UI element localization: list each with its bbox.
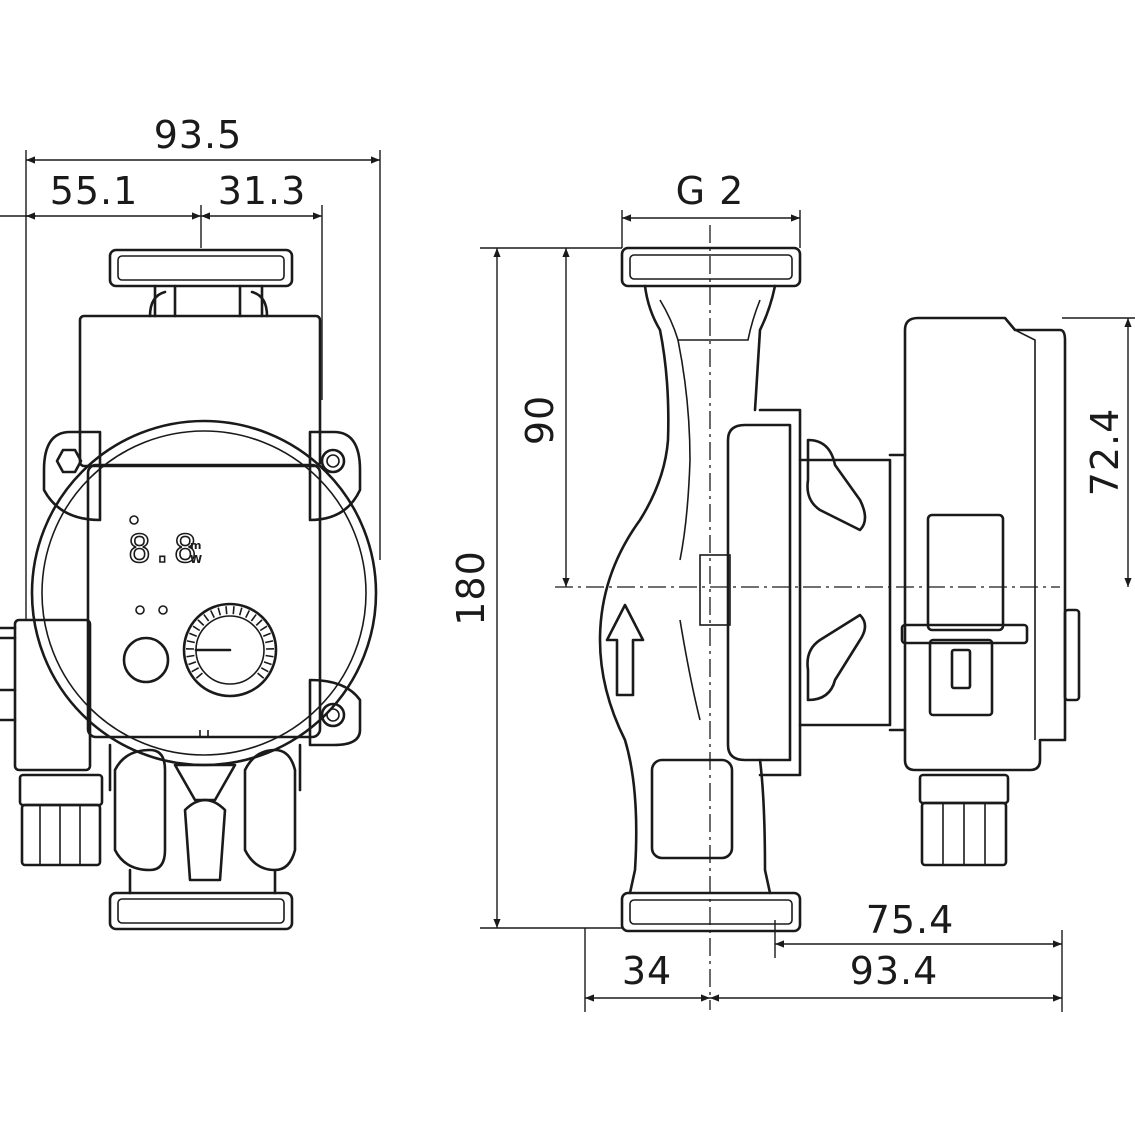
dial-tick [189,632,198,638]
dim-90-label: 90 [518,395,562,445]
display-unit-w: W [190,553,202,566]
dial-tick [186,640,195,644]
flow-direction-arrow [605,603,645,697]
dim-g2-label: G 2 [676,169,745,213]
dial-tick [260,667,269,673]
side-top-flange [620,246,802,288]
dim-93-5-label: 93.5 [154,113,243,157]
display-digits: 8.8 [128,527,197,571]
adjustment-dial [182,602,278,698]
dim-93-4-label: 93.4 [850,949,939,993]
electronics-module [903,316,1067,772]
dial-tick [255,619,263,626]
dim-31-3-label: 31.3 [218,169,307,213]
dial-tick [257,672,265,679]
mounting-lug-tr [308,430,362,522]
dial-tick [191,667,200,673]
operating-button [122,636,170,684]
dim-75-4-label: 75.4 [866,898,955,942]
dial-tick [265,640,274,644]
cable-gland-front [0,618,104,867]
dial-tick [250,614,257,622]
dial-tick [197,619,205,626]
dial-tick [262,632,271,638]
dial-tick [186,654,195,658]
dial-tick [232,606,235,615]
dial-tick [188,661,197,666]
dim-72-4-label: 72.4 [1083,408,1127,497]
control-panel [86,463,322,739]
bottom-flange [108,891,294,931]
display-unit-m: m [190,539,201,552]
terminal-box [78,314,322,468]
dim-180-label: 180 [449,550,493,626]
top-flange [108,248,294,288]
dial-tick [195,672,203,679]
pump-casing [598,284,670,895]
dial-tick [192,625,201,632]
mounting-lug-br [308,678,362,747]
mounting-lug-tl [42,430,102,522]
front-view: 8.8 m W [0,248,378,931]
dial-tick [203,614,210,622]
extension-lines [25,150,1135,1012]
status-led-2 [158,605,168,615]
side-view [598,246,1081,933]
motor-body [798,458,892,727]
dial-tick [259,625,268,632]
dial-tick [265,654,274,658]
motor-housing [30,419,378,767]
dial-tick [225,606,228,615]
side-bottom-flange [620,891,802,933]
dial-tick [238,607,243,616]
led-display: 8.8 m W [127,515,202,572]
dial-tick [217,607,222,616]
dim-34-label: 34 [622,949,672,993]
dial-tick [263,661,272,666]
status-led-1 [135,605,145,615]
dial-tick [245,610,251,618]
dial-tick [209,610,215,618]
dim-55-1-label: 55.1 [50,169,139,213]
